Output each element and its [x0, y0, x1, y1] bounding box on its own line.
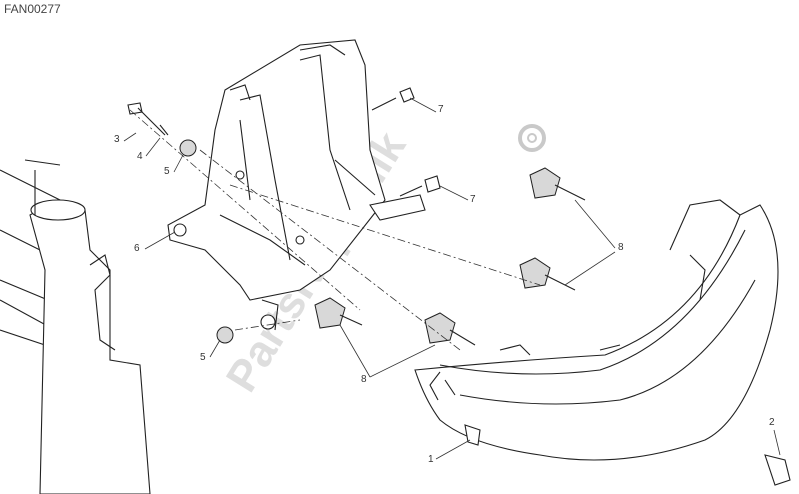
callout-7a: 7 — [438, 104, 444, 115]
callout-7b: 7 — [470, 194, 476, 205]
callout-8a: 8 — [618, 242, 624, 253]
bulb-part — [314, 167, 586, 346]
callout-4: 4 — [137, 151, 143, 162]
headlight-bracket-part — [167, 39, 426, 331]
gear-watermark-icon — [518, 124, 546, 152]
callout-5b: 5 — [200, 352, 206, 363]
callout-3: 3 — [114, 134, 120, 145]
headlight-assembly-part — [414, 199, 779, 461]
diagram-code: FAN00277 — [4, 2, 61, 16]
frame-part — [0, 159, 151, 494]
callout-1: 1 — [428, 454, 434, 465]
callout-6: 6 — [134, 243, 140, 254]
callout-2: 2 — [769, 417, 775, 428]
callout-5a: 5 — [164, 166, 170, 177]
callout-8b: 8 — [361, 374, 367, 385]
